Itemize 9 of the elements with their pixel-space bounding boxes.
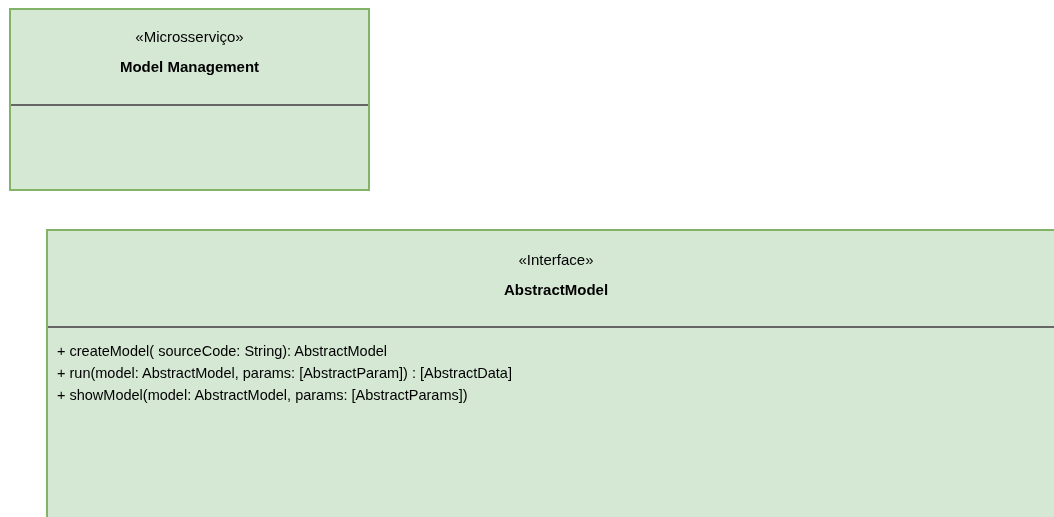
operation-text: + createModel( sourceCode: String): AbstractModel <box>57 342 389 361</box>
operation-text: + run(model: AbstractModel, params: [AbstractParam]) : [AbstractData] <box>57 364 513 383</box>
stereotype-label: «Interface» <box>518 251 594 269</box>
class-box <box>9 8 370 191</box>
class-name: Model Management <box>119 58 260 76</box>
class-name: AbstractModel <box>503 281 609 299</box>
operation-text: + showModel(model: AbstractModel, params: [AbstractParams]) <box>57 386 469 405</box>
stereotype-label: «Microsserviço» <box>135 28 244 46</box>
class-box <box>46 229 1054 517</box>
